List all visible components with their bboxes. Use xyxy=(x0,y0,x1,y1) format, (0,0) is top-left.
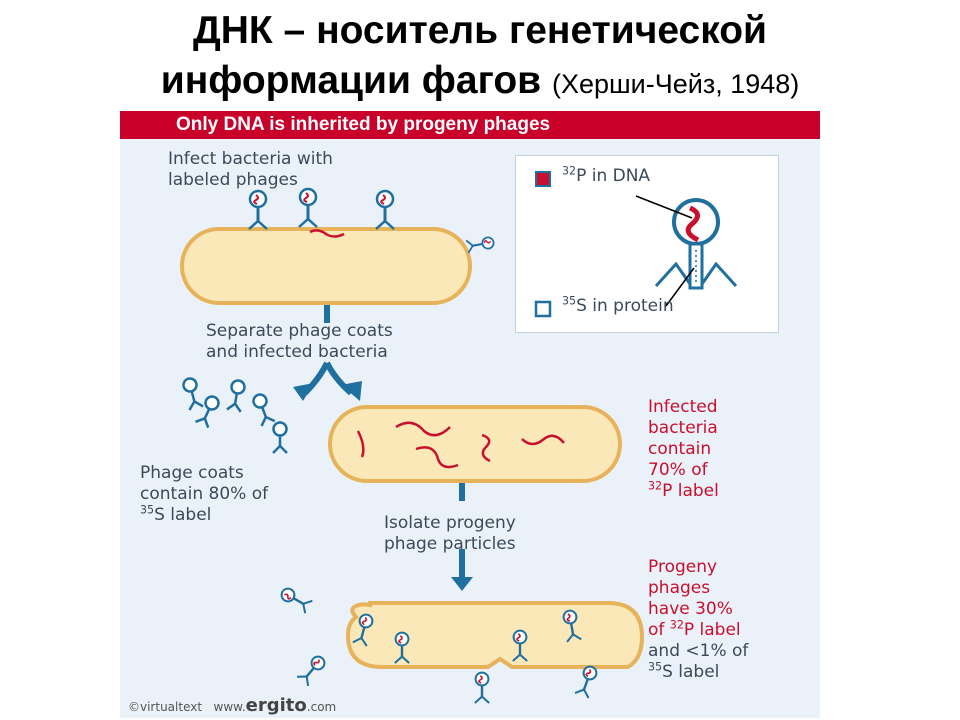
phage-coat-3 xyxy=(194,392,223,429)
coats-text: Phage coats contain 80% of 35S label xyxy=(140,463,269,525)
labeled-phage-4 xyxy=(465,234,496,254)
title-line-2-main: информации фагов xyxy=(160,59,542,102)
slide-title: ДНК – носитель генетической информации ф… xyxy=(0,6,960,109)
progeny-phage-7 xyxy=(473,671,491,705)
figure-header: Only DNA is inherited by progeny phages xyxy=(120,111,820,139)
step2-text: Separate phage coats and infected bacter… xyxy=(206,321,393,362)
labeled-phage-3 xyxy=(374,189,396,231)
bacterium-top xyxy=(180,227,472,305)
bacterium-infected xyxy=(328,405,622,483)
phage-legend-icon xyxy=(635,195,738,307)
experiment-figure: Only DNA is inherited by progeny phages xyxy=(120,111,820,718)
arrow-stem-2 xyxy=(459,483,465,501)
progeny-phage-5 xyxy=(277,584,314,615)
labeled-phage-2 xyxy=(297,187,319,229)
figure-credit: ©virtualtext www.ergito.com xyxy=(128,695,337,716)
protein-swatch-icon xyxy=(534,300,552,318)
legend-protein-label: 35S in protein xyxy=(562,294,674,316)
label-legend: 32P in DNA 35S in protein xyxy=(515,155,779,333)
figure-drawing xyxy=(180,187,645,705)
bacterium-lysing xyxy=(345,601,645,669)
labeled-phage-1 xyxy=(247,189,269,231)
arrow-stem-1 xyxy=(324,305,330,323)
progeny-phage-8 xyxy=(573,663,601,700)
phage-coat-2 xyxy=(225,378,248,414)
progeny-phage-6 xyxy=(295,652,329,688)
legend-dna-label: 32P in DNA xyxy=(562,164,651,186)
arrow-down-2 xyxy=(451,549,473,591)
phage-coat-5 xyxy=(271,421,289,455)
title-line-2: информации фагов (Херши-Чейз, 1948) xyxy=(0,56,960,109)
dna-swatch-icon xyxy=(535,171,551,187)
legend-drawing xyxy=(534,171,738,318)
infected-text: Infected bacteria contain 70% of 32P lab… xyxy=(648,397,719,501)
step1-text: Infect bacteria with labeled phages xyxy=(168,149,333,190)
phage-coat-1 xyxy=(180,375,205,412)
step3-text: Isolate progeny phage particles xyxy=(384,513,516,554)
title-reference: (Херши-Чейз, 1948) xyxy=(551,69,800,99)
split-arrows xyxy=(293,361,362,401)
title-line-1: ДНК – носитель генетической xyxy=(192,9,768,52)
phage-coat-4 xyxy=(249,391,277,428)
progeny-text: Progeny phages have 30% of 32P label and… xyxy=(648,557,749,682)
